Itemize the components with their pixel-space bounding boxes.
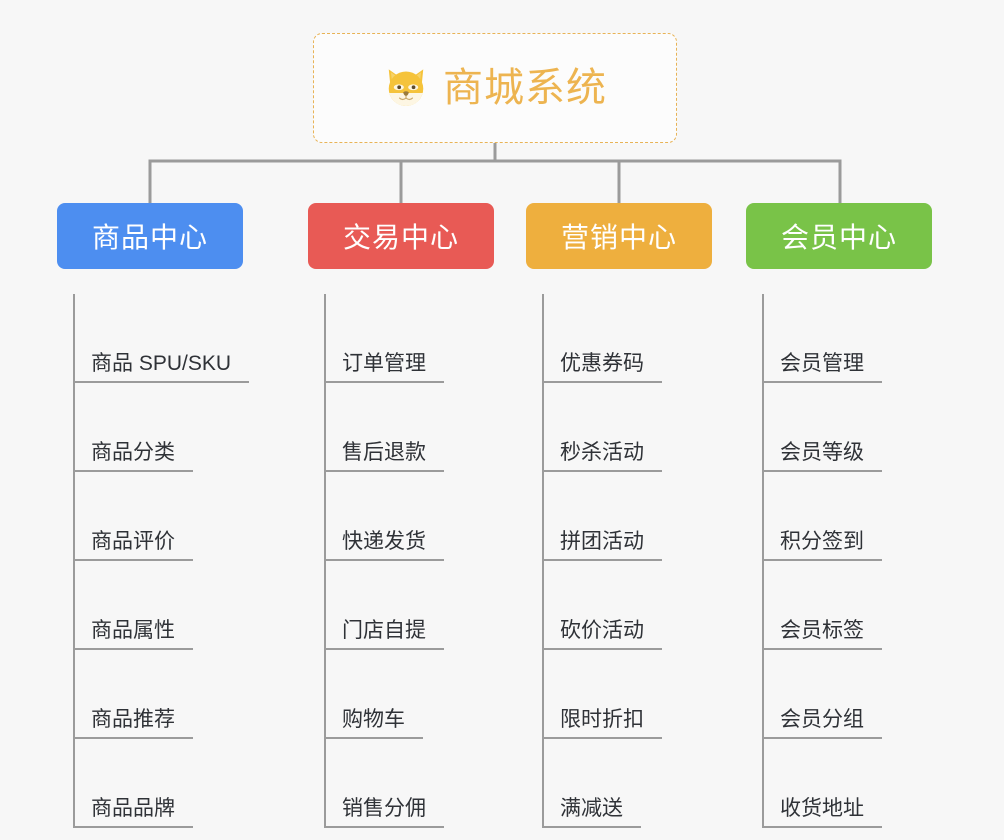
item-label: 商品 SPU/SKU [73, 352, 250, 383]
item-label: 售后退款 [324, 441, 444, 472]
item-label: 商品品牌 [73, 797, 193, 828]
item-label: 优惠券码 [542, 352, 662, 383]
category-header-member[interactable]: 会员中心 [746, 203, 932, 269]
item-label: 购物车 [324, 708, 423, 739]
branch-column-marketing: 营销中心 优惠券码 秒杀活动 拼团活动 砍价活动 限时折扣 满减送 [526, 203, 712, 828]
list-item[interactable]: 商品 SPU/SKU [73, 294, 250, 383]
list-item[interactable]: 会员标签 [762, 561, 932, 650]
list-item[interactable]: 收货地址 [762, 739, 932, 828]
list-item[interactable]: 商品评价 [73, 472, 243, 561]
list-item[interactable]: 商品推荐 [73, 650, 243, 739]
category-title: 交易中心 [342, 222, 459, 253]
list-item[interactable]: 会员等级 [762, 383, 932, 472]
list-item[interactable]: 销售分佣 [324, 739, 494, 828]
branch-spine [542, 294, 544, 828]
branch-spine [762, 294, 764, 828]
item-label: 快递发货 [324, 530, 444, 561]
item-label: 会员分组 [762, 708, 882, 739]
item-list-product: 商品 SPU/SKU 商品分类 商品评价 商品属性 商品推荐 商品品牌 [57, 294, 250, 828]
item-label: 商品分类 [73, 441, 193, 472]
category-title: 会员中心 [780, 222, 897, 253]
branch-spine [324, 294, 326, 828]
list-item[interactable]: 拼团活动 [542, 472, 712, 561]
list-item[interactable]: 售后退款 [324, 383, 494, 472]
list-item[interactable]: 订单管理 [324, 294, 494, 383]
item-label: 满减送 [542, 797, 641, 828]
item-label: 订单管理 [324, 352, 444, 383]
item-label: 销售分佣 [324, 797, 444, 828]
item-label: 秒杀活动 [542, 441, 662, 472]
item-label: 砍价活动 [542, 619, 662, 650]
list-item[interactable]: 会员分组 [762, 650, 932, 739]
item-label: 会员标签 [762, 619, 882, 650]
root-node[interactable]: 商城系统 [313, 33, 677, 143]
branch-column-member: 会员中心 会员管理 会员等级 积分签到 会员标签 会员分组 收货地址 [746, 203, 932, 828]
category-header-marketing[interactable]: 营销中心 [526, 203, 712, 269]
item-label: 会员等级 [762, 441, 882, 472]
category-title: 营销中心 [560, 222, 677, 253]
list-item[interactable]: 商品分类 [73, 383, 243, 472]
list-item[interactable]: 会员管理 [762, 294, 932, 383]
item-label: 限时折扣 [542, 708, 662, 739]
item-list-trade: 订单管理 售后退款 快递发货 门店自提 购物车 销售分佣 [308, 294, 494, 828]
item-label: 积分签到 [762, 530, 882, 561]
item-label: 收货地址 [762, 797, 882, 828]
item-label: 商品评价 [73, 530, 193, 561]
item-label: 商品推荐 [73, 708, 193, 739]
list-item[interactable]: 商品属性 [73, 561, 243, 650]
category-header-product[interactable]: 商品中心 [57, 203, 243, 269]
root-title: 商城系统 [443, 66, 607, 110]
branch-column-trade: 交易中心 订单管理 售后退款 快递发货 门店自提 购物车 销售分佣 [308, 203, 494, 828]
list-item[interactable]: 购物车 [324, 650, 494, 739]
shiba-dog-face-icon [388, 69, 424, 106]
category-title: 商品中心 [91, 222, 208, 253]
list-item[interactable]: 限时折扣 [542, 650, 712, 739]
list-item[interactable]: 商品品牌 [73, 739, 243, 828]
item-label: 拼团活动 [542, 530, 662, 561]
item-list-marketing: 优惠券码 秒杀活动 拼团活动 砍价活动 限时折扣 满减送 [526, 294, 712, 828]
list-item[interactable]: 门店自提 [324, 561, 494, 650]
list-item[interactable]: 满减送 [542, 739, 712, 828]
list-item[interactable]: 优惠券码 [542, 294, 712, 383]
category-header-trade[interactable]: 交易中心 [308, 203, 494, 269]
list-item[interactable]: 秒杀活动 [542, 383, 712, 472]
item-label: 门店自提 [324, 619, 444, 650]
branch-spine [73, 294, 75, 828]
branch-column-product: 商品中心 商品 SPU/SKU 商品分类 商品评价 商品属性 商品推荐 商品品牌 [57, 203, 250, 828]
list-item[interactable]: 积分签到 [762, 472, 932, 561]
list-item[interactable]: 快递发货 [324, 472, 494, 561]
item-label: 商品属性 [73, 619, 193, 650]
list-item[interactable]: 砍价活动 [542, 561, 712, 650]
item-list-member: 会员管理 会员等级 积分签到 会员标签 会员分组 收货地址 [746, 294, 932, 828]
item-label: 会员管理 [762, 352, 882, 383]
